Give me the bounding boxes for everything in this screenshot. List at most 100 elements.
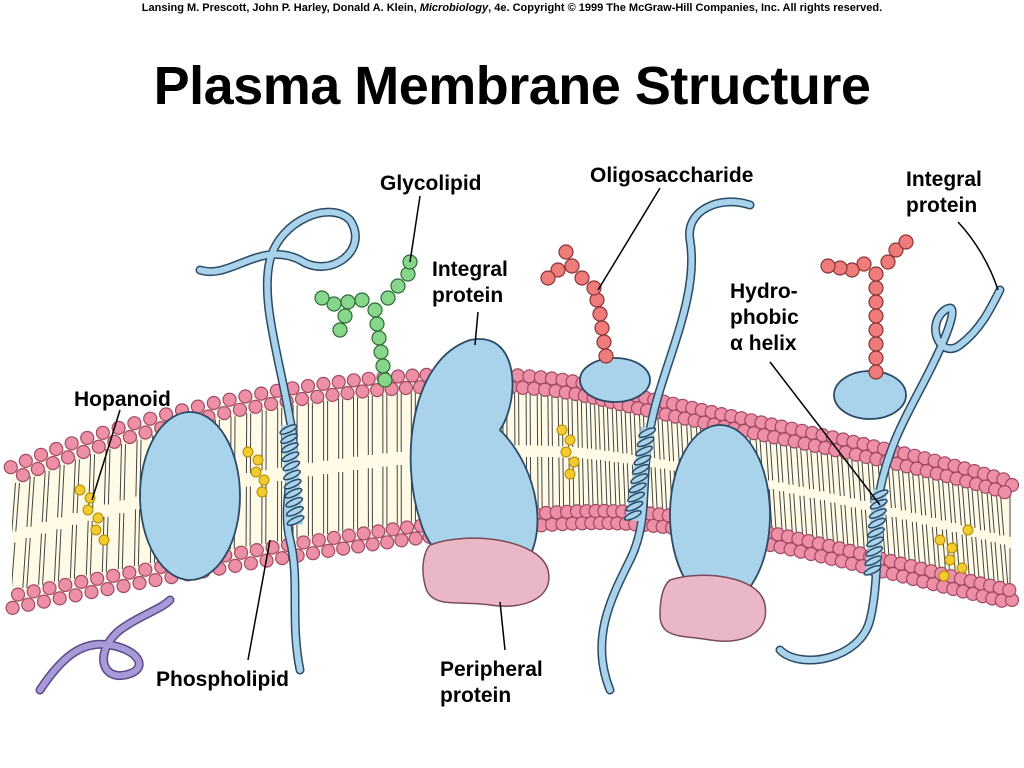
phospholipid-head: [234, 545, 249, 560]
fatty-acid-tail: [582, 458, 585, 507]
label-peripheral-line2: protein: [440, 684, 511, 707]
fatty-acid-tail: [977, 490, 982, 531]
fatty-acid-tail: [624, 409, 628, 454]
fatty-acid-tail: [85, 520, 89, 576]
fatty-acid-tail: [606, 405, 610, 451]
fatty-acid-tail: [772, 489, 777, 529]
fatty-acid-tail: [990, 492, 995, 533]
fatty-acid-tail: [661, 418, 665, 460]
fatty-acid-tail: [912, 472, 917, 513]
phospholipid-head: [325, 387, 340, 402]
fatty-acid-tail: [986, 492, 991, 533]
phospholipid-head: [30, 461, 45, 477]
fatty-acid-tail: [971, 536, 976, 578]
label-glycolipid: Glycolipid: [380, 172, 482, 195]
integral-protein-left: [139, 411, 241, 581]
fatty-acid-tail: [133, 509, 137, 567]
fatty-acid-tail: [779, 491, 783, 531]
helix-turn: [280, 442, 299, 454]
fatty-acid-tail: [598, 403, 601, 450]
phospholipid-head: [68, 588, 83, 603]
fatty-acid-tail: [965, 534, 970, 576]
fatty-acid-tail: [799, 495, 804, 536]
label-hydrophobic-line2: phobic: [730, 306, 799, 329]
fatty-acid-tail: [816, 451, 821, 492]
phospholipid-head: [138, 562, 153, 577]
fatty-acid-tail: [657, 418, 661, 460]
fatty-acid-tail: [562, 457, 565, 508]
phospholipid-head: [326, 530, 341, 546]
alpha-helix-center: [623, 426, 657, 522]
helix-turn: [282, 460, 301, 472]
phospholipid-head: [371, 524, 386, 539]
label-integral-protein-center-line1: Integral: [432, 258, 508, 281]
fatty-acid-tail: [53, 529, 58, 582]
fatty-acid-tail: [594, 403, 597, 450]
fatty-acid-tail: [26, 476, 31, 527]
phospholipid-head: [300, 378, 316, 394]
fatty-acid-tail: [779, 443, 784, 483]
fatty-acid-tail: [928, 477, 933, 518]
helix-turn: [633, 454, 652, 466]
label-oligosaccharide: Oligosaccharide: [590, 164, 753, 187]
phospholipid-head: [64, 436, 79, 451]
fatty-acid-tail: [990, 541, 995, 583]
glycolipid-chain: [314, 254, 418, 388]
fatty-acid-tail: [942, 479, 947, 521]
helix-turn: [281, 451, 300, 463]
fatty-acid-tail: [611, 407, 615, 453]
fatty-acid-tail: [105, 516, 109, 573]
helix-turn: [868, 508, 887, 520]
fatty-acid-tail: [30, 476, 35, 527]
phospholipid-head: [341, 528, 356, 543]
phospholipid-head: [91, 439, 106, 454]
glycoprotein-chain-right: [820, 234, 914, 380]
leader-glycolipid: [409, 195, 421, 263]
fatty-acid-tail: [12, 482, 16, 532]
fatty-acid-tail: [860, 509, 865, 550]
fatty-acid-tail: [137, 509, 141, 567]
fatty-acid-tail: [931, 526, 936, 568]
fatty-acid-tail: [7, 543, 11, 592]
phospholipid-head: [21, 597, 36, 612]
label-hopanoid: Hopanoid: [74, 388, 171, 411]
leader-phospholipid: [247, 539, 271, 661]
credit-book-title: Microbiology: [419, 2, 489, 14]
fatty-acid-tail: [633, 412, 637, 456]
fatty-acid-tail: [608, 460, 612, 507]
fatty-acid-tail: [887, 467, 892, 509]
helix-turn: [631, 463, 650, 475]
fatty-acid-tail: [548, 457, 550, 508]
fatty-acid-tail: [793, 493, 797, 533]
fatty-acid-tail: [823, 500, 828, 540]
phospholipid-head: [84, 584, 99, 600]
peripheral-protein-right: [659, 574, 767, 642]
phospholipid-head: [296, 535, 311, 550]
fatty-acid-tail: [765, 441, 770, 481]
fatty-acid-tail: [615, 407, 619, 453]
leader-hopanoid: [91, 409, 121, 501]
fatty-acid-tail: [911, 521, 916, 563]
fatty-acid-tail: [600, 459, 603, 507]
phospholipid-head: [74, 574, 89, 590]
fatty-acid-tail: [809, 497, 814, 538]
fatty-acid-tail: [1000, 544, 1005, 585]
fatty-acid-tail: [558, 457, 561, 508]
phospholipid-head: [228, 558, 243, 574]
credit-copyright: , 4e. Copyright © 1999 The McGraw-Hill C…: [488, 2, 883, 14]
phospholipid-head: [398, 380, 413, 396]
leader-integral-center: [474, 311, 479, 346]
fatty-acid-tail: [547, 395, 549, 446]
phospholipid-head: [80, 430, 95, 446]
fatty-acid-tail: [994, 541, 999, 583]
helix-turn: [863, 564, 882, 576]
fatty-acid-tail: [901, 519, 906, 561]
fatty-acid-tail: [576, 399, 579, 448]
glycoprotein-cap-middle: [579, 357, 651, 403]
helix-turn: [284, 487, 303, 499]
phospholipid-head: [356, 526, 371, 541]
phospholipid-head: [95, 425, 111, 440]
hopanoid-right: [934, 524, 974, 582]
hopanoid-center: [556, 424, 580, 480]
fatty-acid-tail: [971, 487, 976, 528]
